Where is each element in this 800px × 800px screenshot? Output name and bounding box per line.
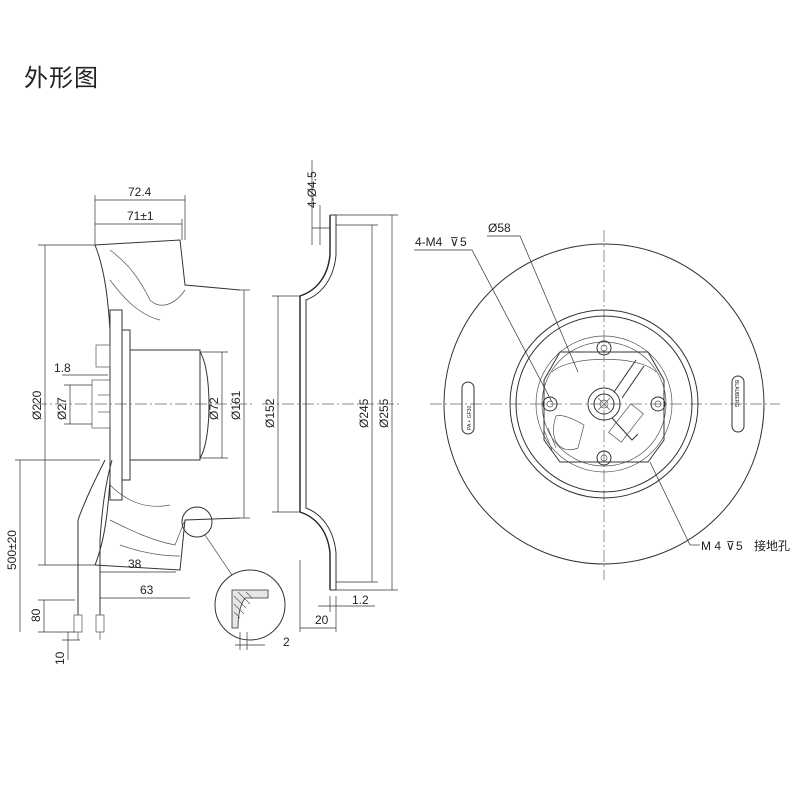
section-view: 4-Ø4.5 Ø152 Ø245 Ø255 1.2 20 — [262, 160, 400, 632]
dim-161: Ø161 — [229, 390, 243, 420]
drawing-title: 外形图 — [24, 64, 99, 92]
dim-80: 80 — [29, 608, 43, 622]
depth-symbol-1: ⊽ — [450, 235, 459, 249]
dim-m4-ground-depth: 5 — [736, 539, 743, 553]
dim-10: 10 — [53, 651, 67, 665]
dim-72-4: 72.4 — [128, 185, 152, 199]
dim-4-m4: 4-M4 — [415, 235, 443, 249]
dim-m4-ground: M 4 — [701, 539, 721, 553]
sticker-left: PA + GF30 — [467, 406, 473, 430]
sticker-right: BLAUBERG — [733, 380, 739, 407]
dim-152: Ø152 — [263, 398, 277, 428]
dim-20: 20 — [315, 613, 329, 627]
dim-4-45: 4-Ø4.5 — [305, 171, 319, 208]
dim-1-8: 1.8 — [54, 361, 71, 375]
dim-38: 38 — [128, 557, 142, 571]
dim-1-2: 1.2 — [352, 593, 369, 607]
dim-71: 71±1 — [127, 209, 154, 223]
dim-2: 2 — [283, 635, 290, 649]
dim-500: 500±20 — [5, 530, 19, 570]
dim-245: Ø245 — [357, 398, 371, 428]
ground-hole-label: 接地孔 — [754, 538, 790, 553]
depth-symbol-2: ⊽ — [726, 539, 735, 553]
detail-view: 2 — [214, 569, 290, 650]
dim-4-m4-depth: 5 — [460, 235, 467, 249]
side-view: 72.4 71±1 1.8 Ø220 Ø27 Ø72 Ø161 500±20 3… — [5, 185, 290, 665]
dim-220: Ø220 — [30, 390, 44, 420]
dim-72: Ø72 — [207, 397, 221, 420]
dim-27: Ø27 — [55, 397, 69, 420]
front-view: PA + GF30 BLAUBERG 4-M4 ⊽ 5 Ø58 M 4 ⊽ 5 … — [414, 221, 790, 580]
dim-255: Ø255 — [377, 398, 391, 428]
dim-63: 63 — [140, 583, 154, 597]
dim-58: Ø58 — [488, 221, 511, 235]
